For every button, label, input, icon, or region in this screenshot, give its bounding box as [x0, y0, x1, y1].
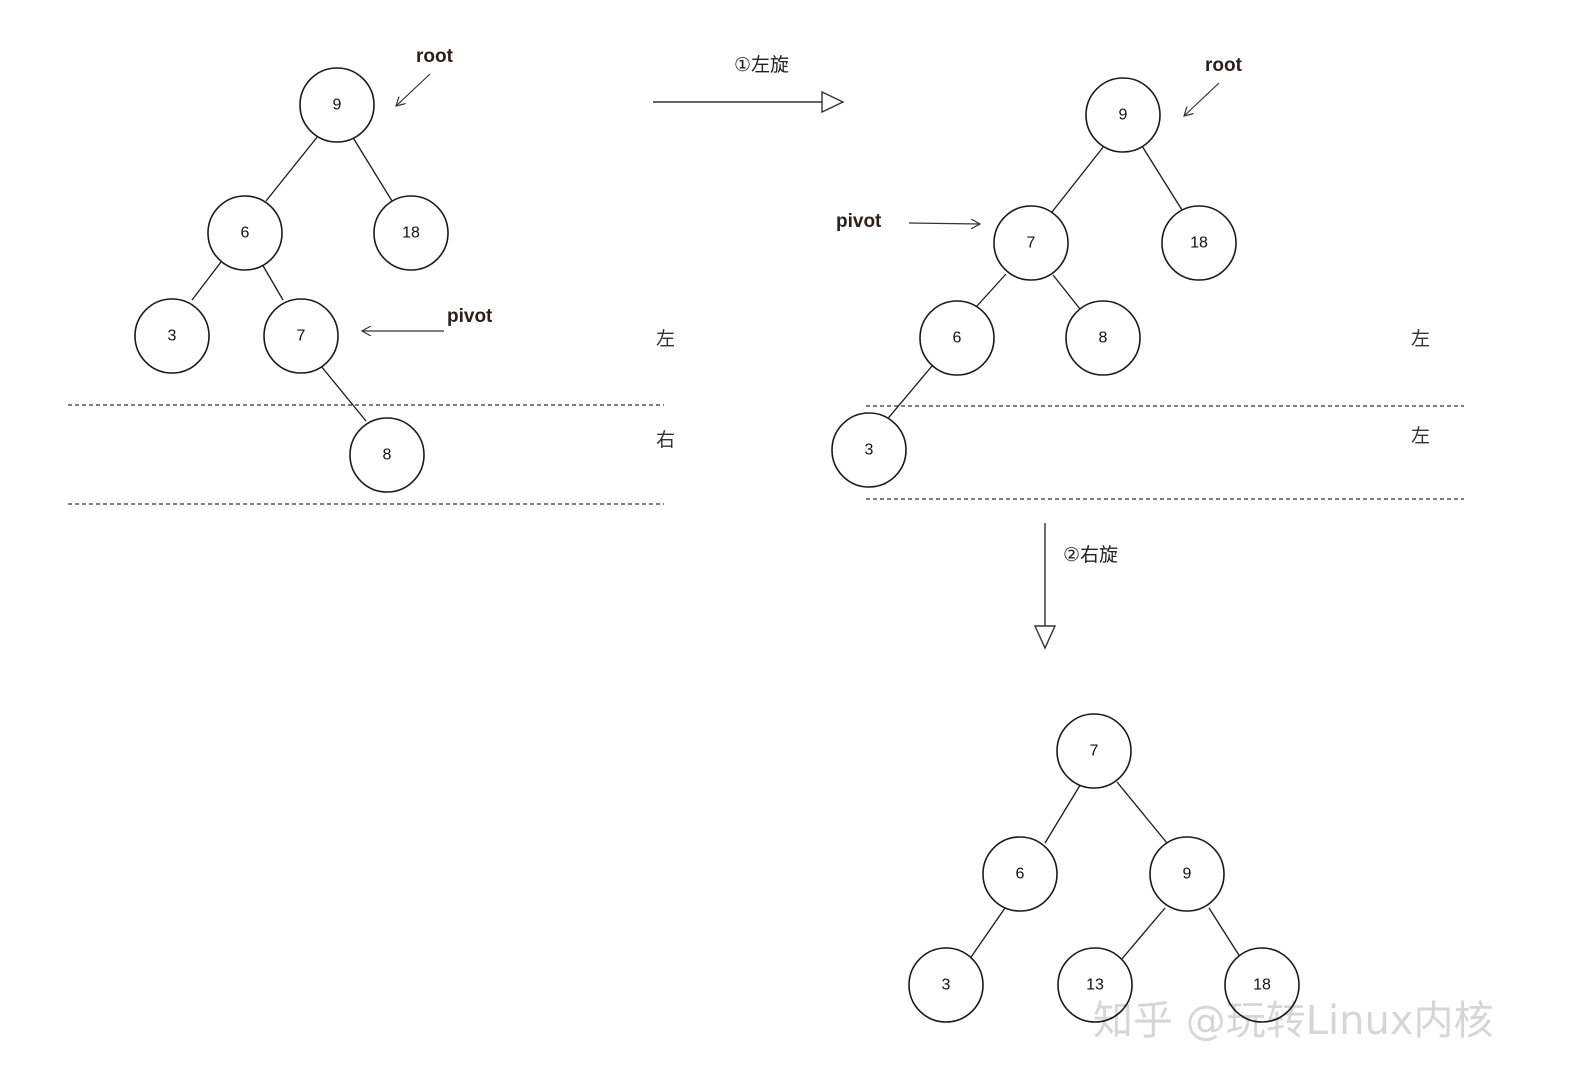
- node-value: 7: [1027, 235, 1036, 252]
- edge-6-7: [261, 263, 284, 301]
- tree-node: 13: [1057, 947, 1133, 1023]
- node-value: 3: [865, 442, 874, 459]
- root-pointer-arrow: [1184, 82, 1220, 116]
- tree-node: 7: [1056, 713, 1132, 789]
- tree-node: 18: [1224, 947, 1300, 1023]
- edge-9-18: [1141, 145, 1183, 211]
- node-value: 3: [168, 328, 177, 345]
- node-value: 7: [297, 328, 306, 345]
- tree-node: 9: [1085, 77, 1161, 153]
- edge-7-6: [1044, 781, 1083, 844]
- node-value: 9: [333, 97, 342, 114]
- node-value: 18: [402, 225, 420, 242]
- tree-node: 7: [993, 205, 1069, 281]
- edge-6-3: [968, 907, 1006, 961]
- node-value: 6: [1016, 866, 1025, 883]
- tree-node: 7: [263, 298, 339, 374]
- tree-after-left-rotate: 9 7 18 6 8 3 root pivot 左: [831, 55, 1464, 500]
- tree-node: 6: [207, 195, 283, 271]
- down-arrowhead-icon: [1033, 625, 1057, 650]
- pivot-label: pivot: [836, 211, 882, 232]
- tree-node: 3: [831, 412, 907, 488]
- watermark: 知乎 @玩转Linux内核: [1093, 998, 1494, 1044]
- side-label-right: 右: [656, 429, 675, 451]
- edge-9-18: [351, 135, 393, 202]
- node-value: 3: [942, 977, 951, 994]
- edge-6-3: [884, 365, 933, 423]
- node-value: 6: [241, 225, 250, 242]
- node-value: 8: [1099, 330, 1108, 347]
- tree-node: 18: [1161, 205, 1237, 281]
- root-label: root: [1205, 55, 1243, 76]
- tree-node: 18: [373, 195, 449, 271]
- tree-node: 9: [299, 67, 375, 143]
- right-arrowhead-icon: [821, 90, 845, 114]
- pivot-pointer-arrow: [908, 223, 980, 224]
- edge-7-9: [1116, 781, 1168, 844]
- pivot-label: pivot: [447, 306, 493, 327]
- node-value: 7: [1090, 743, 1099, 760]
- edge-7-8: [320, 365, 367, 422]
- node-value: 6: [953, 330, 962, 347]
- step-label-left-rotate: ①左旋: [734, 54, 789, 76]
- node-value: 13: [1086, 977, 1104, 994]
- step-label-right-rotate: ②右旋: [1063, 544, 1118, 566]
- node-value: 9: [1119, 107, 1128, 124]
- edge-6-3: [191, 261, 222, 301]
- tree-node: 6: [982, 836, 1058, 912]
- edge-7-6: [976, 273, 1007, 307]
- tree-node: 9: [1149, 836, 1225, 912]
- edge-7-8: [1052, 274, 1081, 310]
- tree-node: 3: [908, 947, 984, 1023]
- root-label: root: [416, 46, 454, 67]
- edge-9-6: [265, 135, 319, 202]
- tree-node: 8: [349, 417, 425, 493]
- node-value: 9: [1183, 866, 1192, 883]
- step-right-rotate: ②右旋: [1033, 523, 1118, 650]
- edge-9-18: [1208, 907, 1243, 961]
- tree-before: 9 6 18 3 7 8 root pivot 左: [68, 46, 675, 505]
- tree-node: 3: [134, 298, 210, 374]
- node-value: 18: [1190, 235, 1208, 252]
- side-label-left: 左: [1411, 328, 1430, 350]
- tree-node: 8: [1065, 300, 1141, 376]
- edge-9-7: [1051, 145, 1105, 213]
- side-label-left: 左: [656, 328, 675, 350]
- tree-node: 6: [919, 300, 995, 376]
- edge-9-13: [1120, 907, 1166, 961]
- node-value: 18: [1253, 977, 1271, 994]
- step-left-rotate: ①左旋: [653, 54, 845, 114]
- tree-after-right-rotate: 7 6 9 3 13 18: [908, 713, 1300, 1023]
- node-value: 8: [383, 447, 392, 464]
- side-label-left: 左: [1411, 425, 1430, 447]
- root-pointer-arrow: [396, 73, 431, 106]
